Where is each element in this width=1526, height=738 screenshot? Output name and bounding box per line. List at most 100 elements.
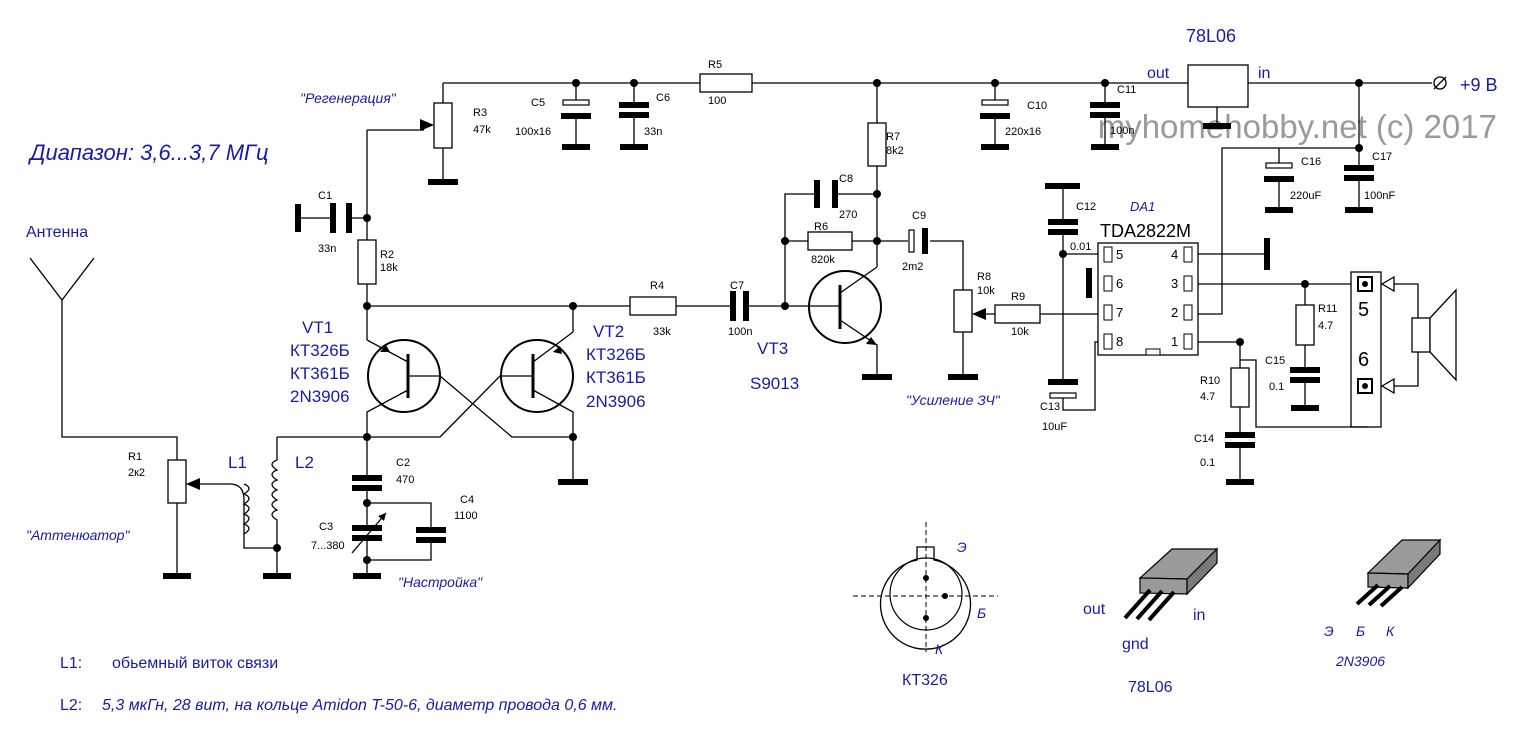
reg-pin-gnd: gnd xyxy=(1122,636,1149,653)
da1-pin-4: 4 xyxy=(1171,247,1178,262)
c16-value: 220uF xyxy=(1290,190,1321,202)
da1-ref: DA1 xyxy=(1130,199,1155,214)
kt326-k: К xyxy=(935,641,944,657)
capacitor-c3: C3 7...380 xyxy=(311,512,387,579)
r8-value: 10k xyxy=(977,285,995,297)
transistor-vt1: VT1 КТ326Б КТ361Б 2N3906 xyxy=(290,318,573,438)
n2n3906-b: Б xyxy=(1356,623,1365,639)
r11-ref: R11 xyxy=(1318,303,1337,315)
vt1-type-2: КТ361Б xyxy=(290,364,350,383)
r2-value: 18k xyxy=(380,262,398,274)
c11-value: 100n xyxy=(1110,125,1134,137)
capacitor-c17: C17 100nF xyxy=(1344,148,1395,213)
c15-value: 0.1 xyxy=(1269,381,1284,393)
vt1-type-3: 2N3906 xyxy=(290,387,350,406)
c13-value: 10uF xyxy=(1042,421,1067,433)
c12-ref: C12 xyxy=(1076,201,1096,213)
r7-value: 8k2 xyxy=(886,145,904,157)
vt2-type-3: 2N3906 xyxy=(586,392,646,411)
c4-ref: C4 xyxy=(460,494,474,506)
ic-da1: 5 6 7 8 4 3 2 1 DA1 TDA2822M xyxy=(1097,199,1199,356)
r11-value: 4.7 xyxy=(1318,320,1333,332)
kt326-name: КТ326 xyxy=(902,672,948,689)
resistor-r9: R9 10k xyxy=(994,291,1098,338)
antenna-label: Антенна xyxy=(26,224,88,241)
c9-value: 2m2 xyxy=(902,261,923,273)
c8-value: 270 xyxy=(839,209,857,221)
regulator-78l06: 78L06 out in xyxy=(1147,26,1270,129)
speaker-pin-6: 6 xyxy=(1358,349,1369,371)
capacitor-c15: C15 0.1 xyxy=(1265,355,1320,411)
kt326-e: Э xyxy=(957,539,967,555)
capacitor-c11: C11 100n xyxy=(1090,83,1136,150)
c1-value: 33n xyxy=(318,243,336,255)
capacitor-c5: C5 100x16 xyxy=(515,83,591,150)
attenuator-label: "Аттенюатор" xyxy=(26,527,131,543)
n2n3906-k: К xyxy=(1386,623,1395,639)
da1-pin-5: 5 xyxy=(1116,247,1123,262)
transistor-vt2: VT2 КТ326Б КТ361Б 2N3906 xyxy=(439,322,646,485)
reg-pin-in: in xyxy=(1193,607,1205,624)
r9-value: 10k xyxy=(1011,326,1029,338)
regulator-out-label: out xyxy=(1147,65,1170,82)
speaker-pin-5: 5 xyxy=(1358,299,1369,321)
c2-value: 470 xyxy=(396,474,414,486)
r10-ref: R10 xyxy=(1200,375,1220,387)
c9-ref: C9 xyxy=(912,210,926,222)
c6-ref: C6 xyxy=(656,92,670,104)
gain-label: "Усиление ЗЧ" xyxy=(906,392,1001,408)
capacitor-c2: C2 470 xyxy=(352,437,414,525)
da1-pin-3: 3 xyxy=(1171,276,1178,291)
c3-ref: C3 xyxy=(319,521,333,533)
c8-ref: C8 xyxy=(839,173,853,185)
vt2-ref: VT2 xyxy=(593,322,624,341)
vt3-ref: VT3 xyxy=(757,339,788,358)
speaker-connector: 5 6 xyxy=(1240,271,1419,428)
r10-value: 4.7 xyxy=(1200,391,1215,403)
range-title: Диапазон: 3,6...3,7 МГц xyxy=(27,140,269,165)
resistor-r5: R5 100 xyxy=(699,59,753,107)
capacitor-c10: C10 220x16 xyxy=(980,83,1047,150)
vt2-type-2: КТ361Б xyxy=(586,368,646,387)
r1-value: 2к2 xyxy=(128,467,145,479)
wire-vt3-bias xyxy=(784,193,877,306)
note-l2-text: 5,3 мкГн, 28 вит, на кольце Amidon T-50-… xyxy=(102,697,617,714)
r9-ref: R9 xyxy=(1011,291,1025,303)
r3-ref: R3 xyxy=(473,107,487,119)
reg-package-name: 78L06 xyxy=(1128,679,1173,696)
regulator-name: 78L06 xyxy=(1186,26,1236,46)
vt1-ref: VT1 xyxy=(302,318,333,337)
supply-rail xyxy=(443,76,1447,90)
regeneration-label: "Регенерация" xyxy=(300,90,397,106)
potentiometer-r8: R8 10k xyxy=(948,271,995,380)
wire-da1-supply xyxy=(1198,147,1279,315)
capacitor-c13: C13 10uF xyxy=(1040,341,1098,433)
n2n3906-name: 2N3906 xyxy=(1335,653,1385,669)
c3-value: 7...380 xyxy=(311,540,345,552)
kt326-b: Б xyxy=(977,605,986,621)
inductor-l1: L1 xyxy=(228,453,250,535)
r5-value: 100 xyxy=(708,95,726,107)
capacitor-c6: C6 33n xyxy=(619,83,670,150)
da1-pin-8: 8 xyxy=(1116,334,1123,349)
r3-value: 47k xyxy=(473,124,491,136)
c7-value: 100n xyxy=(728,326,752,338)
note-l1-key: L1: xyxy=(60,655,82,672)
resistor-r11: R11 4.7 xyxy=(1295,284,1337,406)
capacitor-c9: C9 2m2 xyxy=(877,210,964,290)
da1-pin-2: 2 xyxy=(1171,305,1178,320)
watermark: myhomehobby.net (c) 2017 xyxy=(1098,108,1497,145)
antenna-symbol xyxy=(29,257,178,574)
c15-ref: C15 xyxy=(1265,355,1285,367)
regulator-in-label: in xyxy=(1258,65,1270,82)
capacitor-c14: C14 0.1 xyxy=(1194,432,1255,485)
vt3-type: S9013 xyxy=(750,374,799,393)
c13-ref: C13 xyxy=(1040,401,1060,413)
c10-value: 220x16 xyxy=(1005,126,1041,138)
r1-ref: R1 xyxy=(128,451,142,463)
capacitor-c7: C7 100n xyxy=(728,280,810,338)
c5-ref: C5 xyxy=(531,97,545,109)
c17-ref: C17 xyxy=(1372,151,1392,163)
